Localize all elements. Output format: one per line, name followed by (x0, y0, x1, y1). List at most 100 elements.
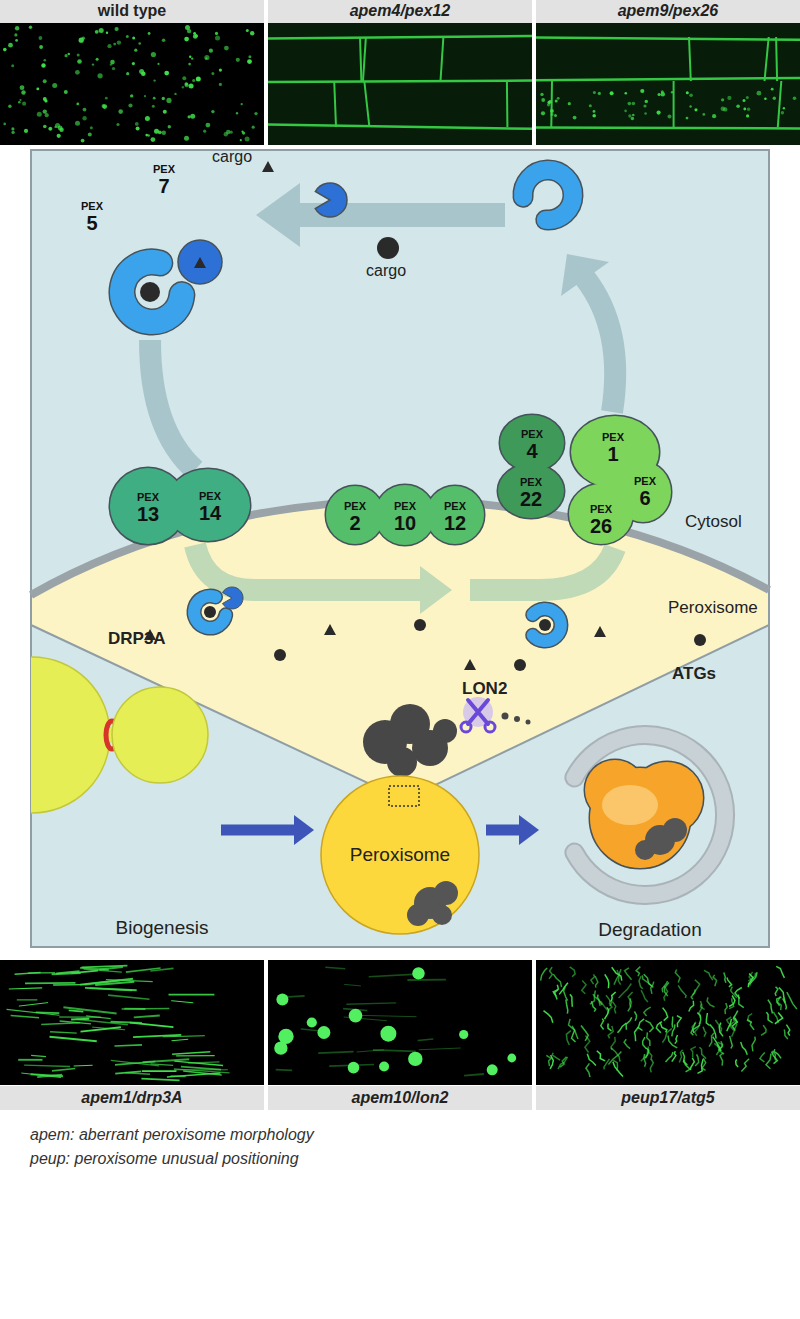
micrograph-signal (95, 982, 134, 985)
region-label: Peroxisome (668, 598, 758, 618)
micrograph-signal (116, 123, 119, 126)
micrograph-signal (731, 987, 737, 998)
pex5-receptor-part (122, 262, 182, 322)
micrograph-signal (730, 1036, 733, 1049)
micrograph-signal (17, 999, 38, 1000)
peptide-dot (514, 716, 520, 722)
micrograph-signal (727, 96, 731, 100)
micrograph-signal (174, 1061, 223, 1065)
micrograph-signal (188, 1062, 219, 1063)
micrograph-signal (8, 105, 11, 108)
micrograph-signal (560, 1057, 567, 1067)
micrograph-signal (205, 57, 207, 59)
micrograph-signal (185, 25, 190, 30)
micrograph-signal (344, 984, 361, 986)
micrograph-signal (380, 1026, 396, 1042)
cargo-label: cargo (212, 148, 252, 166)
mutant-label: wild type (98, 2, 166, 20)
mutant-label: apem1/drp3A (81, 1089, 182, 1107)
micrograph-signal (781, 111, 784, 114)
protein-name: PEX 14 (199, 488, 221, 522)
micrograph-signal (252, 126, 255, 129)
micrograph-signal (148, 32, 151, 35)
micrograph-signal (82, 116, 86, 120)
micrograph-signal (76, 1019, 128, 1025)
text-holder: PEX 2 (344, 498, 366, 532)
micrograph-signal (738, 995, 743, 1008)
micrograph-signal (126, 35, 129, 38)
micrograph-signal (408, 1052, 422, 1066)
micrograph-signal (568, 102, 571, 105)
micrograph-signal (773, 97, 776, 100)
micrograph-signal (29, 26, 32, 29)
micrograph-signal (773, 1012, 778, 1023)
micrograph-signal (41, 63, 45, 67)
micrograph-signal (11, 1016, 39, 1018)
text-holder: peup: peroxisome unusual positioning (30, 1150, 299, 1168)
micrograph-signal (43, 79, 47, 83)
micrograph-signal (743, 108, 746, 111)
biogenesis-stage-part (112, 687, 208, 783)
micrograph-signal (184, 136, 189, 141)
mutant-label: apem4/pex12 (350, 2, 451, 20)
text-holder: Peroxisome (668, 598, 758, 618)
micrograph-signal (585, 1036, 590, 1053)
micrograph-signal (203, 130, 206, 133)
lumen-item (533, 609, 561, 641)
process-arrow (221, 815, 314, 845)
micrograph-signal (11, 127, 14, 130)
micrograph-signal (706, 1013, 709, 1026)
micrograph-signal (709, 1033, 714, 1047)
lumen-item (194, 596, 226, 628)
micrograph-signal (250, 31, 254, 35)
micrograph-signal (743, 99, 746, 102)
micrograph-signal (540, 93, 543, 96)
degradation-stage-part (635, 840, 655, 860)
micrograph-signal (112, 67, 115, 70)
micrograph-signal (184, 37, 189, 42)
micrograph-signal (632, 114, 635, 117)
zoom-panel (31, 150, 769, 800)
degradation-stage-part (574, 735, 725, 895)
micrograph-signal (325, 967, 345, 968)
micrograph-signal (85, 988, 137, 990)
text-holder: LON2 (462, 679, 507, 699)
micrograph-signal (761, 1025, 766, 1035)
micrograph-signal (720, 1053, 723, 1066)
arrow-head (256, 183, 300, 247)
pex5-receptor-part (140, 282, 160, 302)
micrograph-signal (134, 1016, 160, 1018)
micrograph-signal (167, 1073, 221, 1077)
micrograph-signal (224, 46, 229, 51)
micrograph-signal (713, 1037, 721, 1052)
micrograph-signal (671, 91, 673, 93)
micrograph-signal (193, 32, 196, 35)
import-arrow (470, 548, 615, 590)
micrograph-signal (153, 79, 155, 81)
micrograph-signal (242, 132, 245, 135)
micrograph-signal (88, 132, 92, 136)
micrograph-signal (693, 980, 700, 995)
micrograph-signal (664, 986, 668, 1001)
micrograph-signal (190, 114, 195, 119)
ubiquitination-complex-part (500, 415, 564, 471)
aggregate (363, 704, 457, 777)
micrograph-signal (182, 86, 184, 88)
micrograph-signal (241, 131, 243, 133)
text-holder: peup17/atg5 (621, 1089, 714, 1107)
micrograph-signal (211, 72, 214, 75)
peroxisome-circle-part (432, 905, 452, 925)
micrograph-signal (77, 54, 80, 57)
text-holder: apem9/pex26 (618, 2, 719, 20)
micrograph-signal (464, 1074, 484, 1076)
import-arrow (195, 545, 422, 590)
micrograph-signal (163, 1036, 205, 1037)
micrograph-signal (18, 1059, 42, 1061)
micrograph-signal (558, 1057, 568, 1069)
mutant-label: apem9/pex26 (618, 2, 719, 20)
micrograph-signal (657, 111, 661, 115)
micrograph-signal (686, 117, 689, 120)
micrograph-signal (141, 72, 146, 77)
micrograph-signal (151, 137, 156, 142)
peroxisome-circle-part (434, 881, 458, 905)
